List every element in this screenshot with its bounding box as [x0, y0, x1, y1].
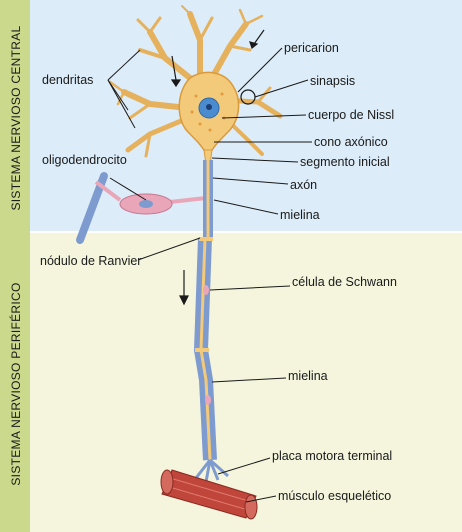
peripheral-side-strip — [0, 232, 30, 532]
label-placa-motora-terminal: placa motora terminal — [272, 449, 392, 463]
label-oligodendrocito: oligodendrocito — [42, 153, 127, 167]
peripheral-region-background — [0, 232, 462, 532]
label-pericarion: pericarion — [284, 41, 339, 55]
label-axon: axón — [290, 178, 317, 192]
label-celula-de-schwann: célula de Schwann — [292, 275, 397, 289]
dendrites — [108, 5, 283, 158]
label-dendritas: dendritas — [42, 73, 93, 87]
central-side-strip — [0, 0, 30, 232]
label-sinapsis: sinapsis — [310, 74, 355, 88]
peripheral-section-title: SISTEMA NERVIOSO PERIFÉRICO — [8, 282, 23, 485]
central-section-title: SISTEMA NERVIOSO CENTRAL — [9, 25, 23, 210]
label-mielina-periferica: mielina — [288, 369, 328, 383]
motor-end-plate — [194, 458, 229, 483]
oligodendrocyte — [76, 172, 207, 244]
label-musculo-esqueletico: músculo esquelético — [278, 489, 391, 503]
label-cuerpo-de-nissl: cuerpo de Nissl — [308, 108, 394, 122]
label-segmento-inicial: segmento inicial — [300, 155, 390, 169]
axon — [194, 160, 217, 461]
label-cono-axonico: cono axónico — [314, 135, 388, 149]
skeletal-muscle — [160, 469, 258, 520]
label-mielina-central: mielina — [280, 208, 320, 222]
label-nodulo-de-ranvier: nódulo de Ranvier — [40, 254, 141, 268]
nucleolus — [206, 104, 212, 110]
leader-lines — [107, 47, 312, 503]
arrows — [170, 29, 265, 306]
